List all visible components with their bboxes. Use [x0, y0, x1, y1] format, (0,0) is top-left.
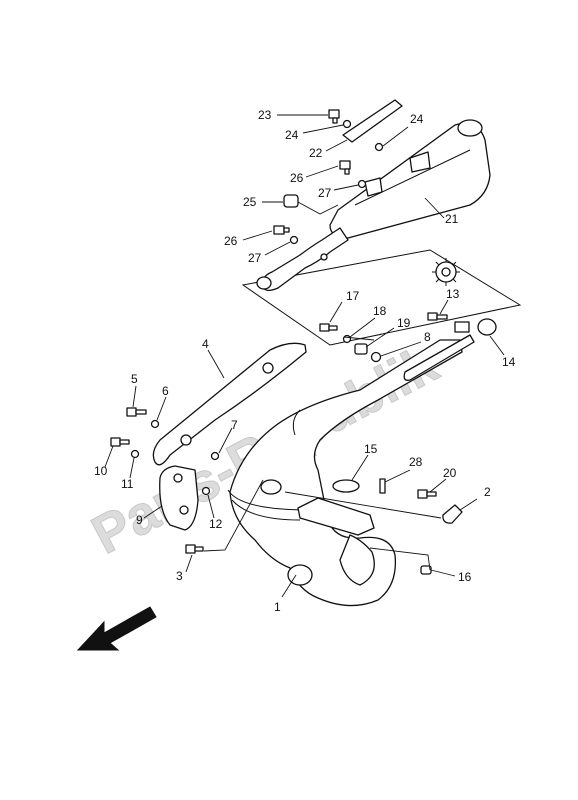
callout-9: 9 — [136, 513, 143, 527]
callout-22: 22 — [309, 146, 323, 160]
pipe-stay — [403, 334, 475, 381]
flange — [297, 497, 375, 536]
bolt-26a — [339, 160, 351, 175]
end-cap-14 — [477, 318, 497, 336]
washer-27b — [289, 235, 299, 245]
damper-19 — [354, 343, 368, 355]
washer-27a — [357, 179, 367, 189]
bolt-26b — [273, 225, 290, 235]
bolt-17 — [319, 323, 338, 332]
callout-16: 16 — [458, 570, 472, 584]
nut-8 — [370, 351, 382, 363]
washer-24b — [374, 142, 384, 152]
bolt-3 — [185, 544, 204, 554]
washer-24a — [342, 119, 352, 129]
bolt-23 — [328, 109, 340, 124]
muffler-group-frame — [241, 249, 522, 346]
callout-20: 20 — [443, 466, 457, 480]
callout-23: 23 — [258, 108, 272, 122]
callout-26-lower: 26 — [224, 234, 238, 248]
callout-4: 4 — [202, 337, 209, 351]
bolt-5 — [126, 407, 147, 417]
muffler-inlet-pipe — [261, 227, 349, 292]
bolt-10 — [110, 437, 130, 447]
callout-3: 3 — [176, 569, 183, 583]
callout-7: 7 — [231, 418, 238, 432]
stud-28 — [379, 478, 386, 494]
callout-12: 12 — [209, 517, 223, 531]
callout-1: 1 — [274, 600, 281, 614]
stay-clip — [454, 321, 470, 333]
gasket-15 — [332, 479, 360, 493]
callout-8: 8 — [424, 330, 431, 344]
callout-10: 10 — [94, 464, 108, 478]
exhaust-pipe — [227, 339, 463, 607]
callout-27-lower: 27 — [248, 251, 262, 265]
clip-2 — [442, 504, 463, 524]
leader-lines — [104, 114, 505, 598]
callout-15: 15 — [364, 442, 378, 456]
callout-18: 18 — [373, 304, 387, 318]
callout-17: 17 — [346, 289, 360, 303]
callout-11: 11 — [121, 477, 134, 491]
bolt-13 — [427, 312, 448, 321]
bracket — [159, 465, 199, 531]
callout-2: 2 — [484, 485, 491, 499]
callout-19: 19 — [397, 316, 411, 330]
muffler — [329, 119, 491, 239]
callout-27-upper: 27 — [318, 186, 332, 200]
callout-6: 6 — [162, 384, 169, 398]
washer-18 — [342, 334, 352, 344]
gear-icon — [432, 258, 460, 286]
damper-25 — [283, 194, 299, 208]
callout-24-lower: 24 — [285, 128, 299, 142]
direction-arrow-icon — [76, 606, 157, 651]
washer-7 — [210, 451, 220, 461]
callout-5: 5 — [131, 372, 138, 386]
callout-28: 28 — [409, 455, 423, 469]
callout-25: 25 — [243, 195, 257, 209]
callout-26-upper: 26 — [290, 171, 304, 185]
washer-6 — [150, 419, 160, 429]
callout-21: 21 — [445, 212, 459, 226]
washer-12 — [201, 486, 211, 496]
heat-shield — [152, 342, 307, 466]
muffler-bracket — [342, 99, 403, 143]
callout-14: 14 — [502, 355, 516, 369]
washer-11 — [130, 449, 140, 459]
callout-13: 13 — [446, 287, 460, 301]
bolt-20 — [417, 489, 437, 499]
callout-24-upper: 24 — [410, 112, 424, 126]
